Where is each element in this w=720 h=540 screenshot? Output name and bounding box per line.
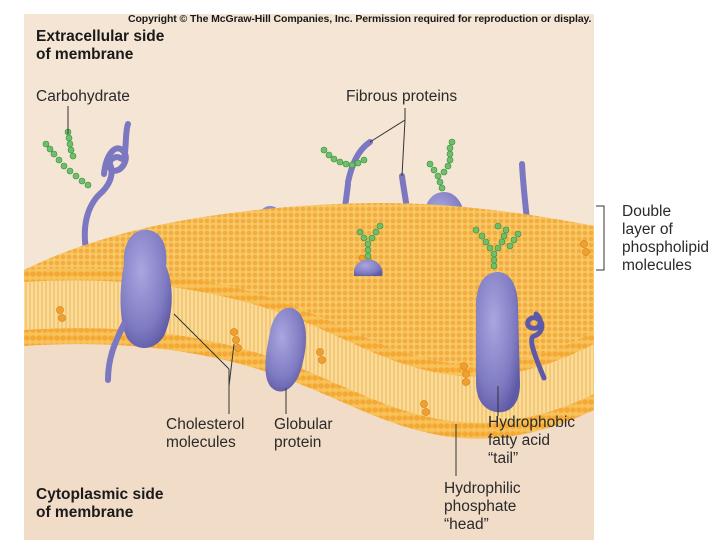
hydrophobic-label-line3: “tail” [488,450,518,468]
cytoplasmic-label-line1: Cytoplasmic side [36,486,164,504]
copyright-notice: Copyright © The McGraw-Hill Companies, I… [128,13,591,25]
hydrophobic-label-line1: Hydrophobic [488,414,575,432]
hydrophobic-label-line2: fatty acid [488,432,550,450]
carbohydrate-label: Carbohydrate [36,88,130,106]
double-layer-label-line4: molecules [622,257,692,275]
hydrophilic-label-line1: Hydrophilic [444,480,521,498]
hydrophilic-label-line3: “head” [444,516,489,534]
fibrous-proteins-label: Fibrous proteins [346,88,457,106]
globular-label-line2: protein [274,434,321,452]
double-layer-label-line1: Double [622,203,671,221]
double-layer-bracket [594,200,614,278]
double-layer-label-line2: layer of [622,221,673,239]
hydrophilic-label-line2: phosphate [444,498,516,516]
extracellular-label-line1: Extracellular side [36,28,164,46]
globular-label-line1: Globular [274,416,333,434]
extracellular-label-line2: of membrane [36,46,133,64]
cholesterol-label-line2: molecules [166,434,236,452]
cholesterol-label-line1: Cholesterol [166,416,244,434]
protein-left [121,230,172,348]
cytoplasmic-label-line2: of membrane [36,504,133,522]
double-layer-label-line3: phospholipid [622,239,709,257]
